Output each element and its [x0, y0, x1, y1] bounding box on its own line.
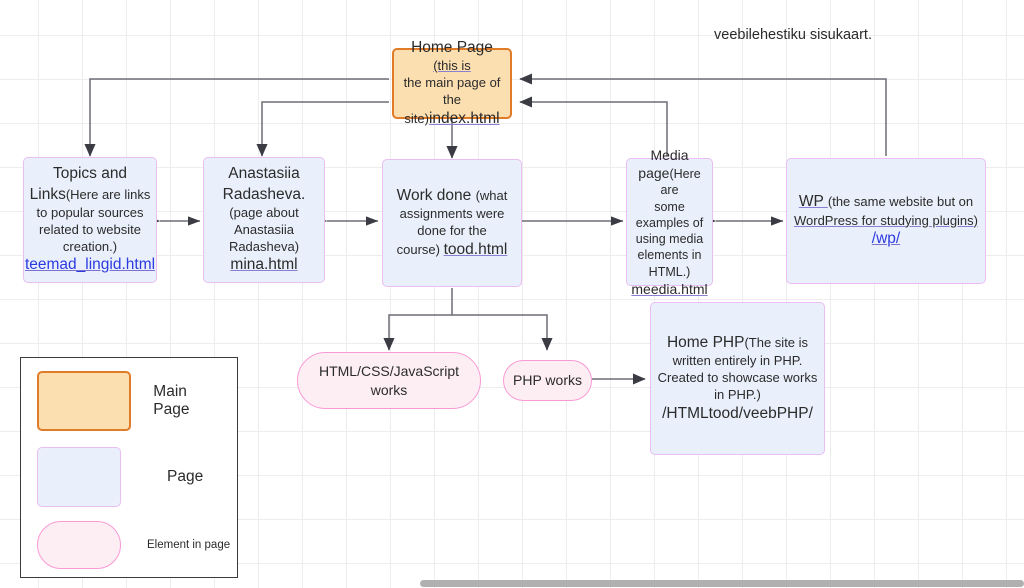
htmlcss-line1: HTML/CSS/JavaScript: [318, 363, 460, 380]
work-file-link[interactable]: tood.html: [443, 240, 508, 258]
topics-title-line1: Topics and: [52, 165, 128, 183]
about-desc-2: Anastasiia: [234, 221, 294, 237]
legend-label-main-page: Main Page: [153, 383, 190, 418]
node-home-page[interactable]: Home Page (this is the main page of the …: [392, 39, 512, 127]
node-topics-and-links[interactable]: Topics and Links(Here are links to popul…: [23, 157, 157, 283]
wp-title: WP: [798, 193, 828, 211]
htmlcss-line2: works: [370, 381, 408, 398]
node-work-done[interactable]: Work done (what assignments were done fo…: [382, 159, 522, 287]
wp-desc-2: WordPress for studying plugins): [793, 212, 978, 228]
edge-work-to-phpworks: [452, 314, 553, 351]
topics-desc-4: creation.): [62, 238, 118, 254]
media-desc-6: HTML.): [648, 264, 691, 279]
homephp-desc-2: written entirely in PHP.: [672, 353, 803, 369]
home-file-link[interactable]: index.html: [428, 109, 500, 127]
media-desc-3: examples of: [635, 215, 704, 230]
about-title-line2: Radasheva.: [222, 185, 306, 203]
about-file-link[interactable]: mina.html: [230, 256, 298, 274]
topics-title-line2: Links: [29, 185, 66, 203]
media-desc-1: (Here are: [660, 167, 701, 198]
work-title: Work done: [396, 186, 476, 204]
work-desc-2: assignments were: [399, 206, 505, 222]
legend-row-main-page: Main Page: [37, 371, 223, 431]
media-file-link[interactable]: meedia.html: [631, 280, 708, 297]
node-php-works[interactable]: PHP works: [503, 360, 592, 401]
wp-desc-1: (the same website but on: [827, 194, 974, 210]
homephp-path: /HTMLtood/veebPHP/: [662, 404, 813, 422]
media-desc-2: some: [654, 199, 685, 214]
home-title: Home Page: [411, 39, 493, 57]
edge-home-to-about: [256, 101, 389, 157]
home-desc-line2: the main page of the: [403, 75, 501, 107]
phpworks-label: PHP works: [513, 372, 582, 389]
about-title-line1: Anastasiia: [228, 165, 300, 183]
topics-desc-2: to popular sources: [36, 204, 144, 220]
work-desc-3: done for the: [417, 223, 487, 238]
homephp-desc-4: in PHP.): [714, 386, 761, 402]
legend-row-page: Page: [37, 447, 223, 507]
legend-swatch-main-page: [37, 371, 132, 431]
media-desc-4: using media: [635, 232, 704, 247]
home-desc-line3: site): [404, 110, 429, 126]
legend-label-page: Page: [167, 468, 204, 485]
homephp-desc-1: (The site is: [744, 335, 809, 351]
node-media-page[interactable]: Media page(Here are some examples of usi…: [626, 147, 713, 297]
media-title-line1: Media: [650, 146, 689, 163]
topics-file-link[interactable]: teemad_lingid.html: [24, 256, 156, 274]
legend-row-element: Element in page: [37, 521, 233, 569]
diagram-caption: veebilehestiku sisukaart.: [714, 27, 872, 43]
node-home-php[interactable]: Home PHP(The site is written entirely in…: [650, 302, 825, 455]
legend-swatch-page: [37, 447, 121, 507]
node-wp-page[interactable]: WP (the same website but on WordPress fo…: [786, 158, 986, 284]
media-title-line2: page: [638, 165, 670, 182]
legend-swatch-element: [37, 521, 121, 569]
work-desc-4: course): [396, 241, 444, 257]
work-desc-1: (what: [475, 187, 508, 203]
horizontal-scrollbar[interactable]: [420, 580, 1024, 587]
edge-home-to-topics: [84, 78, 389, 157]
wp-path-link[interactable]: /wp/: [871, 230, 901, 248]
about-desc-3: Radasheva): [228, 238, 300, 254]
about-desc-1: (page about: [229, 204, 299, 220]
home-desc-open: (this is: [433, 58, 471, 74]
homephp-desc-3: Created to showcase works: [657, 370, 818, 386]
edge-work-to-htmlcss: [383, 288, 453, 351]
media-desc-5: elements in: [637, 248, 702, 263]
legend-label-element: Element in page: [147, 539, 231, 551]
node-about-page[interactable]: Anastasiia Radasheva. (page about Anasta…: [203, 157, 325, 283]
node-htmlcss-works[interactable]: HTML/CSS/JavaScript works: [297, 352, 481, 409]
homephp-title: Home PHP: [666, 334, 745, 352]
topics-desc-3: related to website: [39, 221, 141, 237]
topics-desc-1: (Here are links: [65, 186, 151, 202]
legend-box: Main Page Page Element in page: [20, 357, 238, 578]
